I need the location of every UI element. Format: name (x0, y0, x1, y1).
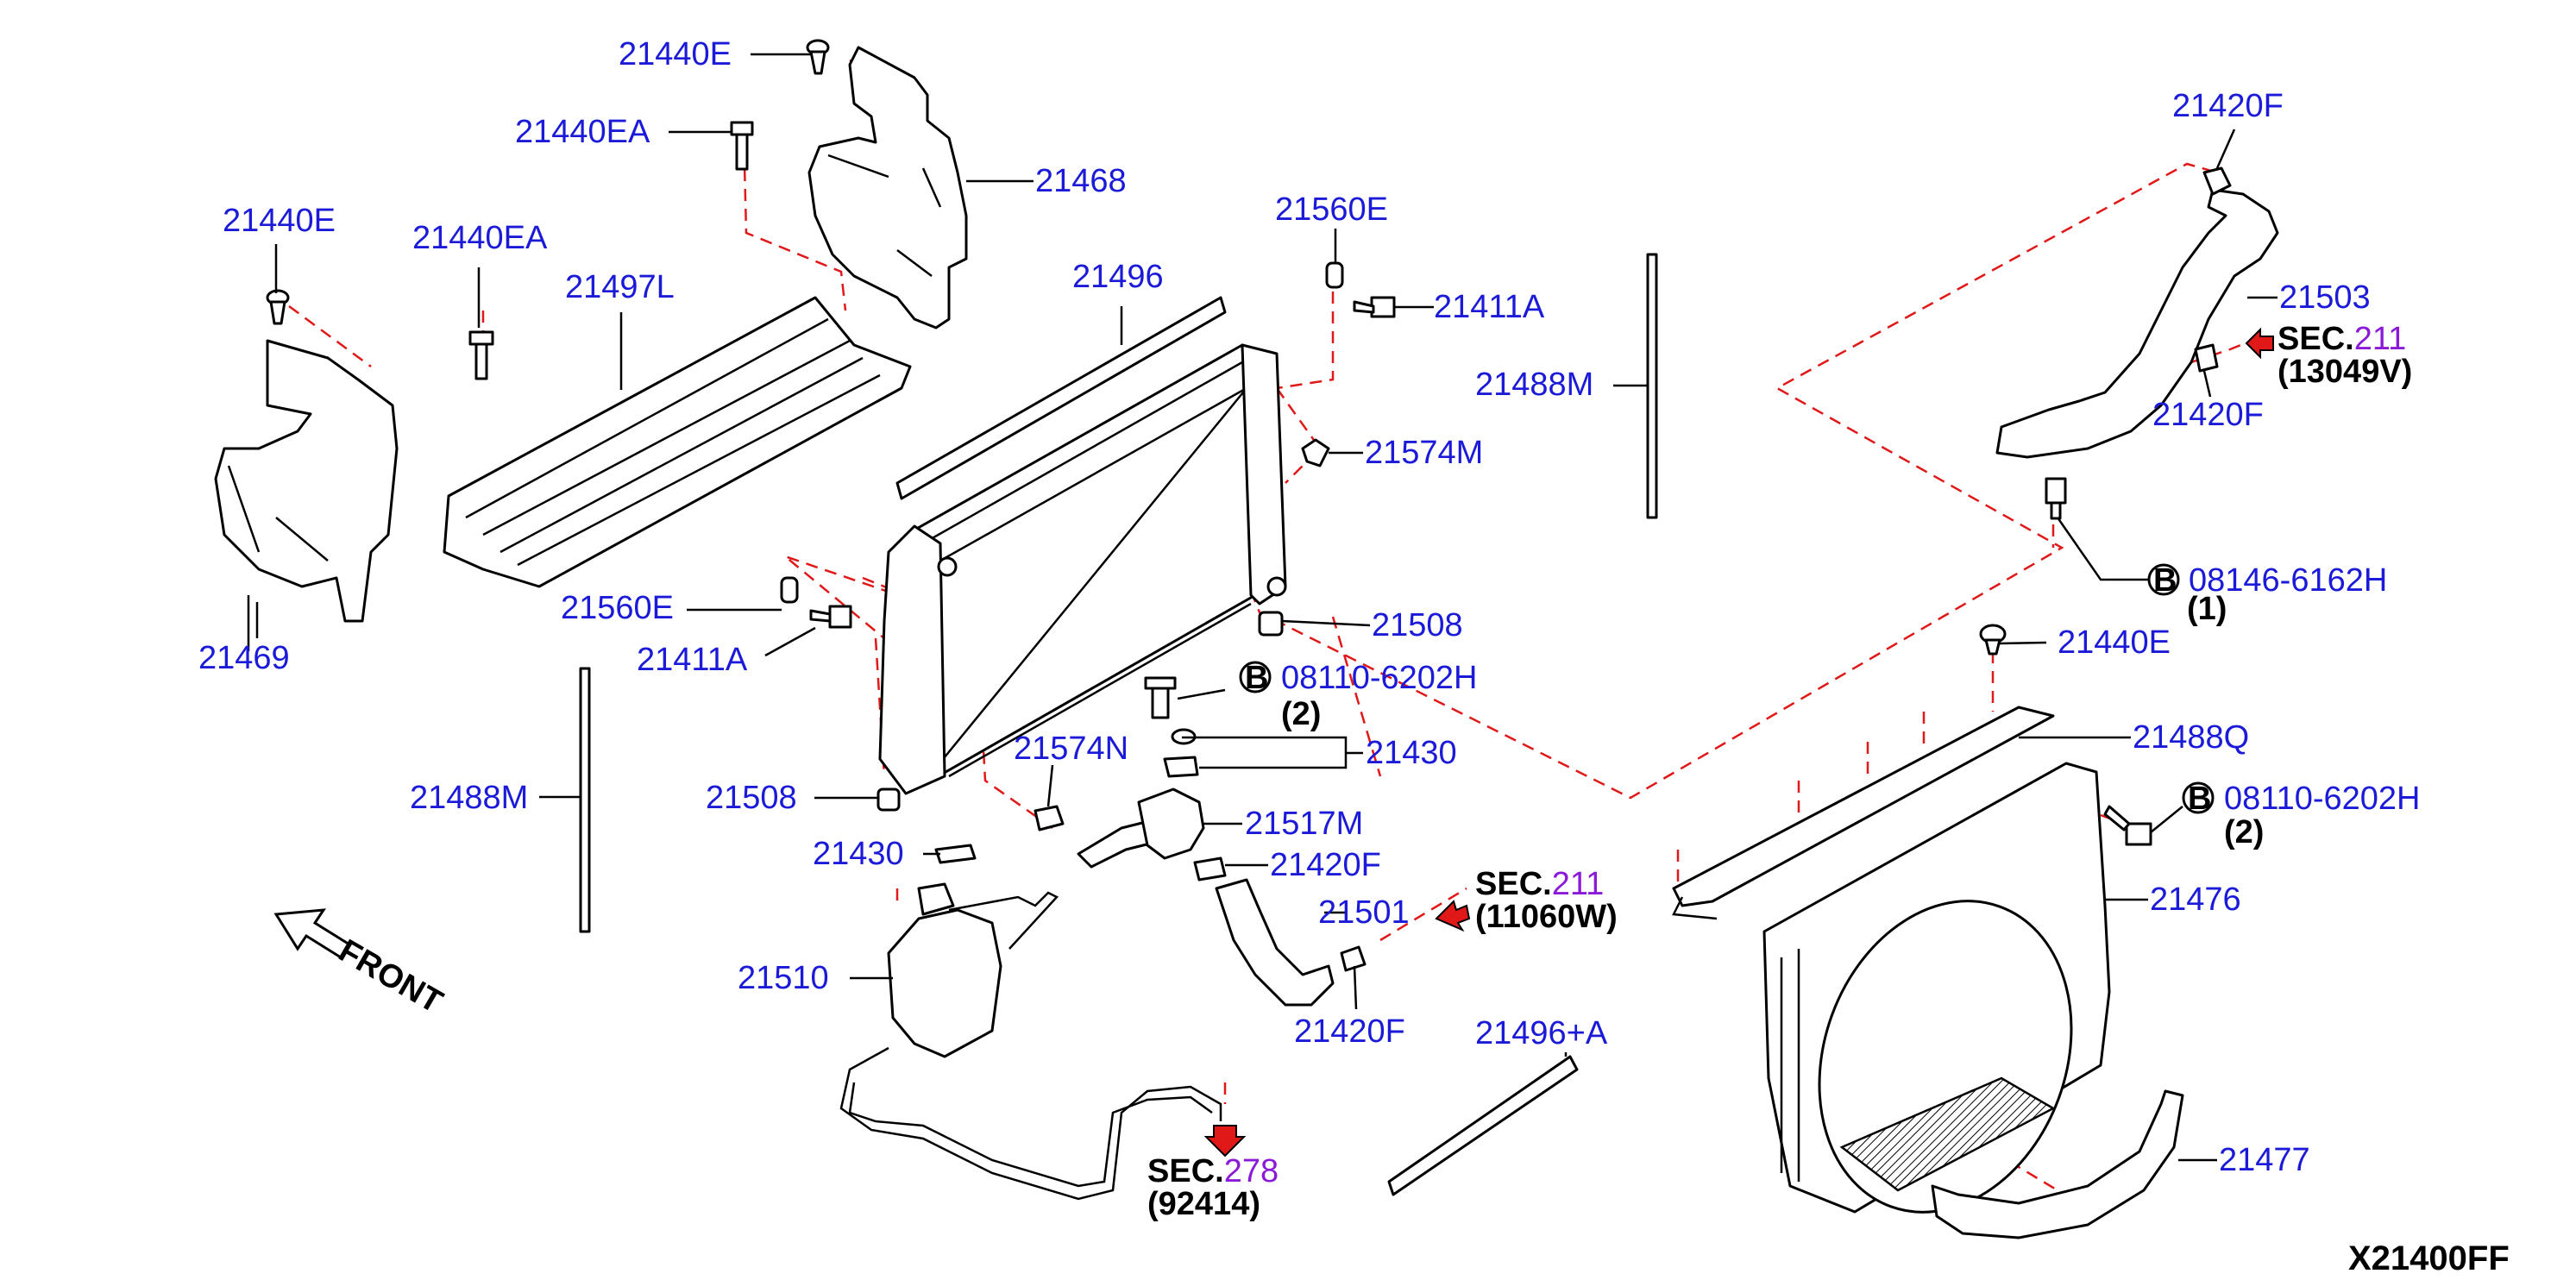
label-21440E-left: 21440E (223, 203, 336, 239)
bolt-21440EA-left-icon (468, 330, 494, 380)
bolt-21411A-top-icon (1353, 296, 1396, 318)
hose-21501-icon (1215, 878, 1335, 1007)
front-label: FRONT (333, 932, 449, 1020)
fan-shroud-21476-icon (1762, 762, 2111, 1214)
front-direction-arrow-icon (273, 908, 352, 960)
label-21560E-top: 21560E (1275, 191, 1388, 228)
bolt-08110-callout: B 08110-6202H (2) (1239, 660, 1477, 732)
radiator-core-icon (878, 343, 1287, 795)
seal-21488Q-icon (1672, 706, 2055, 907)
label-21574M: 21574M (1365, 435, 1483, 471)
label-21488M-left: 21488M (410, 780, 528, 816)
bolt-08146-icon (2045, 477, 2067, 520)
reservoir-tank-21510-icon (839, 882, 1222, 1201)
air-guide-21468-icon (807, 46, 968, 329)
sec-278-ref: (92414) (1147, 1186, 1260, 1222)
air-guide-21469-icon (214, 339, 399, 623)
qty-08146: (1) (2187, 591, 2227, 627)
circle-b-marker: B (2153, 562, 2177, 599)
sec-211-upper: SEC.211 (2278, 321, 2406, 357)
sec-278-arrow-icon (1203, 1125, 1247, 1158)
sec-211-lower-arrow-icon (1435, 900, 1471, 932)
label-21517M: 21517M (1245, 806, 1363, 842)
label-21501: 21501 (1318, 894, 1410, 931)
circle-b-marker: B (2188, 781, 2211, 817)
mount-21508-right-icon (1258, 611, 1284, 637)
label-21440E-top: 21440E (619, 36, 732, 72)
label-21420F-low: 21420F (1294, 1013, 1405, 1050)
label-21440EA-top: 21440EA (515, 114, 650, 150)
clamp-21420F-top-icon (2202, 166, 2232, 196)
label-21503: 21503 (2279, 279, 2371, 316)
gasket-21430-icon (934, 844, 977, 864)
label-08110-6202H-center: 08110-6202H (1281, 660, 1477, 696)
clip-21440E-top-icon (806, 39, 830, 75)
upper-shroud-21497L-icon (443, 296, 912, 588)
label-21430-right: 21430 (1366, 735, 1457, 771)
clip-21574N-icon (1034, 805, 1065, 831)
label-21468: 21468 (1035, 163, 1127, 199)
sec-211-lower-ref: (11060W) (1475, 899, 1618, 935)
lower-shroud-21477-icon (1931, 1089, 2184, 1239)
grommet-21560E-left-icon (780, 576, 799, 604)
label-21508-left: 21508 (706, 780, 797, 816)
label-08110-6202H-right: 08110-6202H (2224, 781, 2420, 817)
label-21496A: 21496+A (1475, 1015, 1608, 1051)
label-21469: 21469 (198, 640, 290, 676)
qty-08110-right: (2) (2224, 814, 2264, 850)
label-21420F-mid: 21420F (1270, 847, 1381, 883)
sec-211-upper-arrow-icon (2245, 327, 2274, 360)
label-21574N: 21574N (1014, 731, 1128, 767)
circle-b-marker: B (1245, 660, 1268, 696)
label-21440E-right: 21440E (2058, 624, 2171, 661)
label-21508-right: 21508 (1372, 607, 1463, 643)
label-21477: 21477 (2219, 1142, 2310, 1178)
mount-21508-left-icon (876, 787, 901, 812)
clamp-21420F-side-icon (2194, 343, 2219, 373)
label-21488M-right: 21488M (1475, 367, 1593, 403)
bolt-21411A-left-icon (809, 605, 852, 629)
label-21411A-left: 21411A (637, 642, 748, 678)
label-21560E-left: 21560E (561, 590, 674, 626)
clamp-21420F-mid-icon (1193, 856, 1227, 882)
section-references: SEC.211 (13049V) SEC.211 (11060W) SEC.27… (1147, 321, 2412, 1222)
sec-211-lower: SEC.211 (1475, 866, 1604, 902)
label-21411A-top: 21411A (1434, 289, 1545, 325)
seal-21488M-left-icon (579, 667, 591, 933)
bolt-08110-right-icon (2103, 805, 2152, 846)
sec-211-upper-ref: (13049V) (2278, 354, 2412, 390)
label-21430-left: 21430 (813, 836, 904, 872)
label-21420F-top: 21420F (2172, 88, 2284, 124)
clamp-21420F-low-icon (1340, 945, 1367, 972)
label-21510: 21510 (738, 960, 829, 996)
leader-lines (247, 53, 2278, 1162)
parts-artwork (214, 39, 2279, 1239)
bolt-21440EA-top-icon (730, 121, 754, 171)
clip-21574M-icon (1301, 438, 1330, 467)
label-21476: 21476 (2150, 882, 2241, 918)
label-21497L: 21497L (565, 269, 675, 305)
bolt-08146-callout: B 08146-6162H (1) (2147, 562, 2387, 627)
clip-21440E-right-icon (1979, 624, 2007, 656)
diagram-code: X21400FF (2348, 1239, 2510, 1277)
inlet-21517M-icon (1137, 787, 1205, 860)
sec-278: SEC.278 (1147, 1153, 1279, 1189)
part-number-labels: 21440E 21440EA 21468 21440E 21440EA 2149… (198, 36, 2420, 1178)
seal-21488M-right-icon (1646, 253, 1658, 519)
qty-08110-center: (2) (1281, 696, 1321, 732)
bolt-08110-right-callout: B 08110-6202H (2) (2182, 781, 2420, 850)
label-21488Q: 21488Q (2133, 719, 2249, 756)
grommet-21560E-top-icon (1325, 261, 1344, 289)
clip-21440E-left-icon (266, 289, 290, 325)
seal-21496A-icon (1387, 1055, 1579, 1196)
label-21496: 21496 (1072, 259, 1164, 295)
label-08146-6162H: 08146-6162H (2189, 562, 2387, 599)
seal-21496-icon (895, 296, 1227, 500)
drain-plug-21430-icon (1144, 676, 1199, 778)
hose-21503-icon (1995, 188, 2279, 459)
label-21420F-side: 21420F (2152, 397, 2264, 433)
label-21440EA-left: 21440EA (412, 220, 548, 256)
